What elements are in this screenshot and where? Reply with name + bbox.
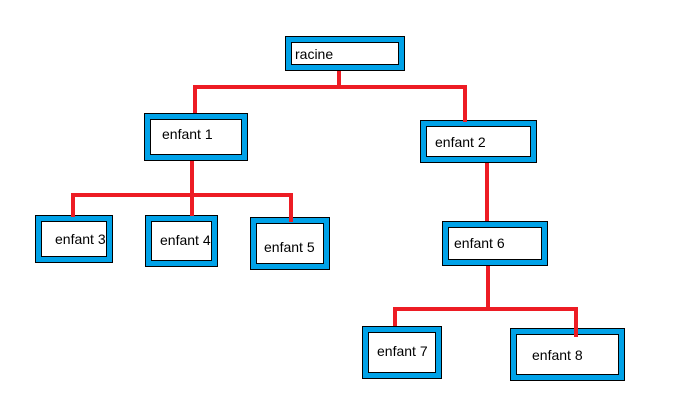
connector-segment-level2-bar	[71, 193, 293, 197]
node-enfant3: enfant 3	[35, 215, 113, 263]
node-enfant8: enfant 8	[510, 328, 625, 381]
node-label: enfant 1	[162, 126, 213, 142]
connector-segment-level3-bar	[393, 307, 578, 311]
connector-segment-racine-down	[337, 71, 341, 89]
node-racine: racine	[285, 36, 405, 71]
connector-segment-to-enfant1	[193, 85, 197, 113]
connector-segment-to-enfant5	[289, 193, 293, 222]
connector-segment-enfant6-down	[486, 266, 490, 311]
connector-segment-to-enfant7	[393, 307, 397, 326]
node-label: enfant 2	[435, 133, 486, 150]
node-enfant7: enfant 7	[362, 326, 442, 379]
node-label: enfant 3	[55, 231, 106, 247]
node-enfant2: enfant 2	[420, 120, 537, 163]
connector-segment-enfant1-down	[190, 161, 194, 195]
node-label: racine	[295, 45, 334, 62]
connector-segment-enfant2-down	[485, 163, 489, 221]
node-enfant5: enfant 5	[250, 217, 330, 270]
node-label: enfant 4	[160, 232, 211, 248]
node-enfant4: enfant 4	[145, 215, 218, 267]
connector-segment-to-enfant2	[463, 85, 467, 122]
node-label: enfant 7	[377, 342, 428, 359]
node-enfant6: enfant 6	[442, 221, 548, 266]
connector-segment-to-enfant8	[574, 307, 578, 337]
node-label: enfant 8	[532, 346, 583, 363]
connector-segment-to-enfant3	[71, 193, 75, 217]
connector-segment-to-enfant4	[190, 193, 194, 216]
connector-segment-level1-bar	[193, 85, 467, 89]
node-enfant1: enfant 1	[144, 113, 248, 161]
node-label: enfant 6	[454, 234, 505, 251]
node-label: enfant 5	[264, 238, 315, 255]
